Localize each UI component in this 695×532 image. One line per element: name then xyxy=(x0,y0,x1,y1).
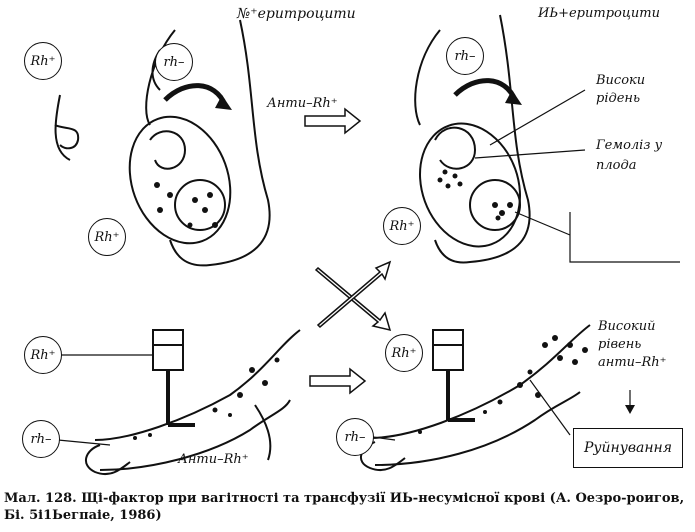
bottom-left-transfusion xyxy=(85,329,301,476)
arrow-curve-top-right xyxy=(453,78,518,102)
high-level-label: Високи рідень xyxy=(596,73,646,106)
top-right-dots xyxy=(437,169,513,221)
fetus-head xyxy=(149,130,187,170)
pointer-line-destruction xyxy=(529,379,571,436)
back-outline xyxy=(169,19,271,267)
rh-pos-circle: Rh⁺ xyxy=(385,334,423,372)
top-right-title: ИЬ+еритроцити xyxy=(538,6,660,21)
circle-pointer-lines xyxy=(57,354,396,446)
hollow-arrow-top xyxy=(304,107,362,135)
rh-pos-circle: Rh⁺ xyxy=(24,42,62,80)
bracket-lines xyxy=(569,212,680,263)
rh-neg-circle: rh– xyxy=(446,37,484,75)
arm-lower-edge-left xyxy=(99,399,291,471)
bottom-right-dots xyxy=(418,335,588,434)
rh-pos-circle: Rh⁺ xyxy=(24,336,62,374)
bottom-left-dots xyxy=(133,357,280,440)
high-anti-rh-label: Високий рівень анти–Rh⁺ xyxy=(598,319,667,370)
destruction-box: Руйнування xyxy=(573,428,683,468)
body-outline-upper-right xyxy=(414,29,441,126)
bottom-right-transfusion xyxy=(360,324,635,472)
hemolysis-label: Гемоліз у плода xyxy=(596,138,663,173)
arrow-head-top-left xyxy=(215,95,232,110)
uterus-outline-right xyxy=(419,122,521,248)
iv-bag-right xyxy=(432,329,464,371)
hand-left xyxy=(85,444,131,476)
figure-caption: Мал. 128. Щі-фактор при вагітності та тр… xyxy=(4,491,685,523)
fetus-head-right xyxy=(434,126,477,170)
fetus-body-right xyxy=(469,179,521,231)
fetus-body xyxy=(174,179,226,231)
hollow-arrow-bottom xyxy=(309,367,367,395)
top-right-pregnancy-scene xyxy=(414,14,680,264)
pointer-line-high-level xyxy=(489,89,586,146)
rh-pos-circle: Rh⁺ xyxy=(88,218,126,256)
arm-outline xyxy=(54,124,80,150)
arrow-curve-top-left xyxy=(163,83,228,107)
cross-arrows xyxy=(314,260,392,332)
rh-pos-circle: Rh⁺ xyxy=(383,207,421,245)
rh-neg-circle: rh– xyxy=(336,418,374,456)
rh-neg-circle: rh– xyxy=(22,420,60,458)
top-left-title: №⁺еритроцити xyxy=(237,6,356,22)
uterus-outline xyxy=(128,115,232,245)
arm-lower-edge-right xyxy=(374,391,581,466)
top-left-pregnancy-scene xyxy=(54,19,271,267)
pointer-line-hemolysis xyxy=(514,211,571,236)
mother-back-outline xyxy=(54,94,71,161)
top-left-dots xyxy=(154,182,218,228)
rh-neg-circle: rh– xyxy=(155,43,193,81)
arm-upper-edge-left xyxy=(94,329,301,441)
anti-rh-bottom-label: Анти–Rh⁺ xyxy=(178,452,249,467)
iv-bag-left xyxy=(152,329,184,371)
body-outline-upper xyxy=(145,29,176,126)
anti-rh-top-label: Анти–Rh⁺ xyxy=(267,96,338,111)
